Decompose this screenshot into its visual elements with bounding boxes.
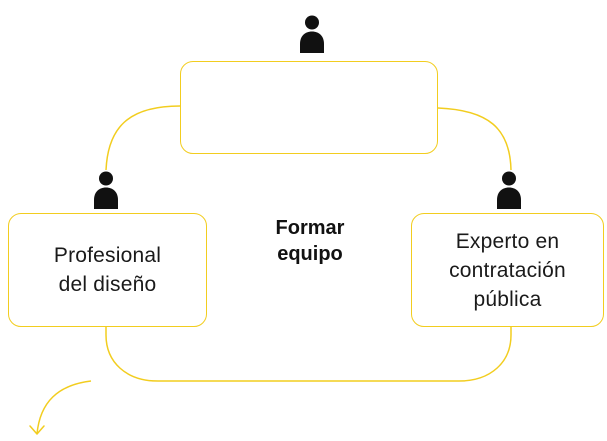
- person-icon: [497, 171, 521, 209]
- curved-arrow-icon: [29, 380, 92, 435]
- designer-box-label: Profesional del diseño: [53, 244, 162, 296]
- person-icon: [94, 171, 118, 209]
- connector-top-left: [105, 105, 181, 171]
- center-label: Formar equipo: [275, 217, 345, 265]
- top-box: [180, 61, 438, 154]
- connector-top-right: [437, 107, 512, 171]
- procurement-expert-box-label: Experto en contratación pública: [449, 229, 566, 311]
- designer-box: Profesional del diseño: [8, 213, 207, 327]
- person-icon: [300, 15, 324, 53]
- procurement-expert-box: Experto en contratación pública: [411, 213, 604, 327]
- connector-bottom-loop: [105, 327, 512, 382]
